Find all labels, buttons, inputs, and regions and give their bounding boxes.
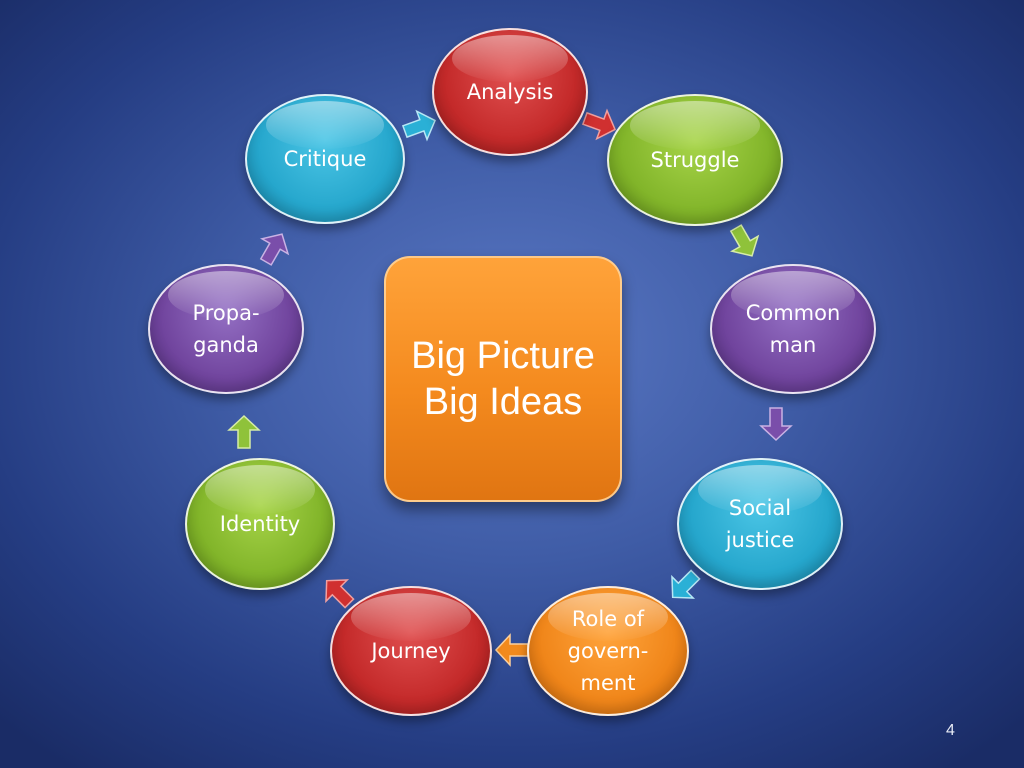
node-social-justice: Social justice — [677, 458, 843, 590]
node-struggle: Struggle — [607, 94, 783, 226]
node-critique: Critique — [245, 94, 405, 224]
arrow-icon — [325, 579, 355, 609]
node-label: Identity — [219, 512, 301, 536]
node-label: Common man — [745, 301, 841, 357]
arrow-icon — [494, 633, 529, 667]
node-label: Journey — [371, 639, 451, 663]
arrow-icon — [759, 407, 793, 442]
center-title-box: Big Picture Big Ideas — [384, 256, 622, 502]
arrow-icon — [581, 108, 616, 141]
node-journey: Journey — [330, 586, 492, 716]
node-label: Propa- ganda — [192, 301, 260, 357]
arrow-icon — [671, 569, 701, 599]
page-number: 4 — [946, 722, 955, 739]
arrow-icon — [259, 233, 290, 266]
arrow-icon — [401, 109, 436, 142]
arrow-icon — [227, 414, 261, 449]
node-label: Analysis — [466, 80, 554, 104]
node-role-of-government: Role of govern- ment — [527, 586, 689, 716]
node-label: Social justice — [725, 496, 795, 552]
node-propaganda: Propa- ganda — [148, 264, 304, 394]
arrow-icon — [729, 224, 760, 257]
node-label: Struggle — [650, 148, 740, 172]
node-label: Role of govern- ment — [567, 607, 649, 695]
node-common-man: Common man — [710, 264, 876, 394]
node-label: Critique — [283, 147, 367, 171]
node-analysis: Analysis — [432, 28, 588, 156]
node-identity: Identity — [185, 458, 335, 590]
